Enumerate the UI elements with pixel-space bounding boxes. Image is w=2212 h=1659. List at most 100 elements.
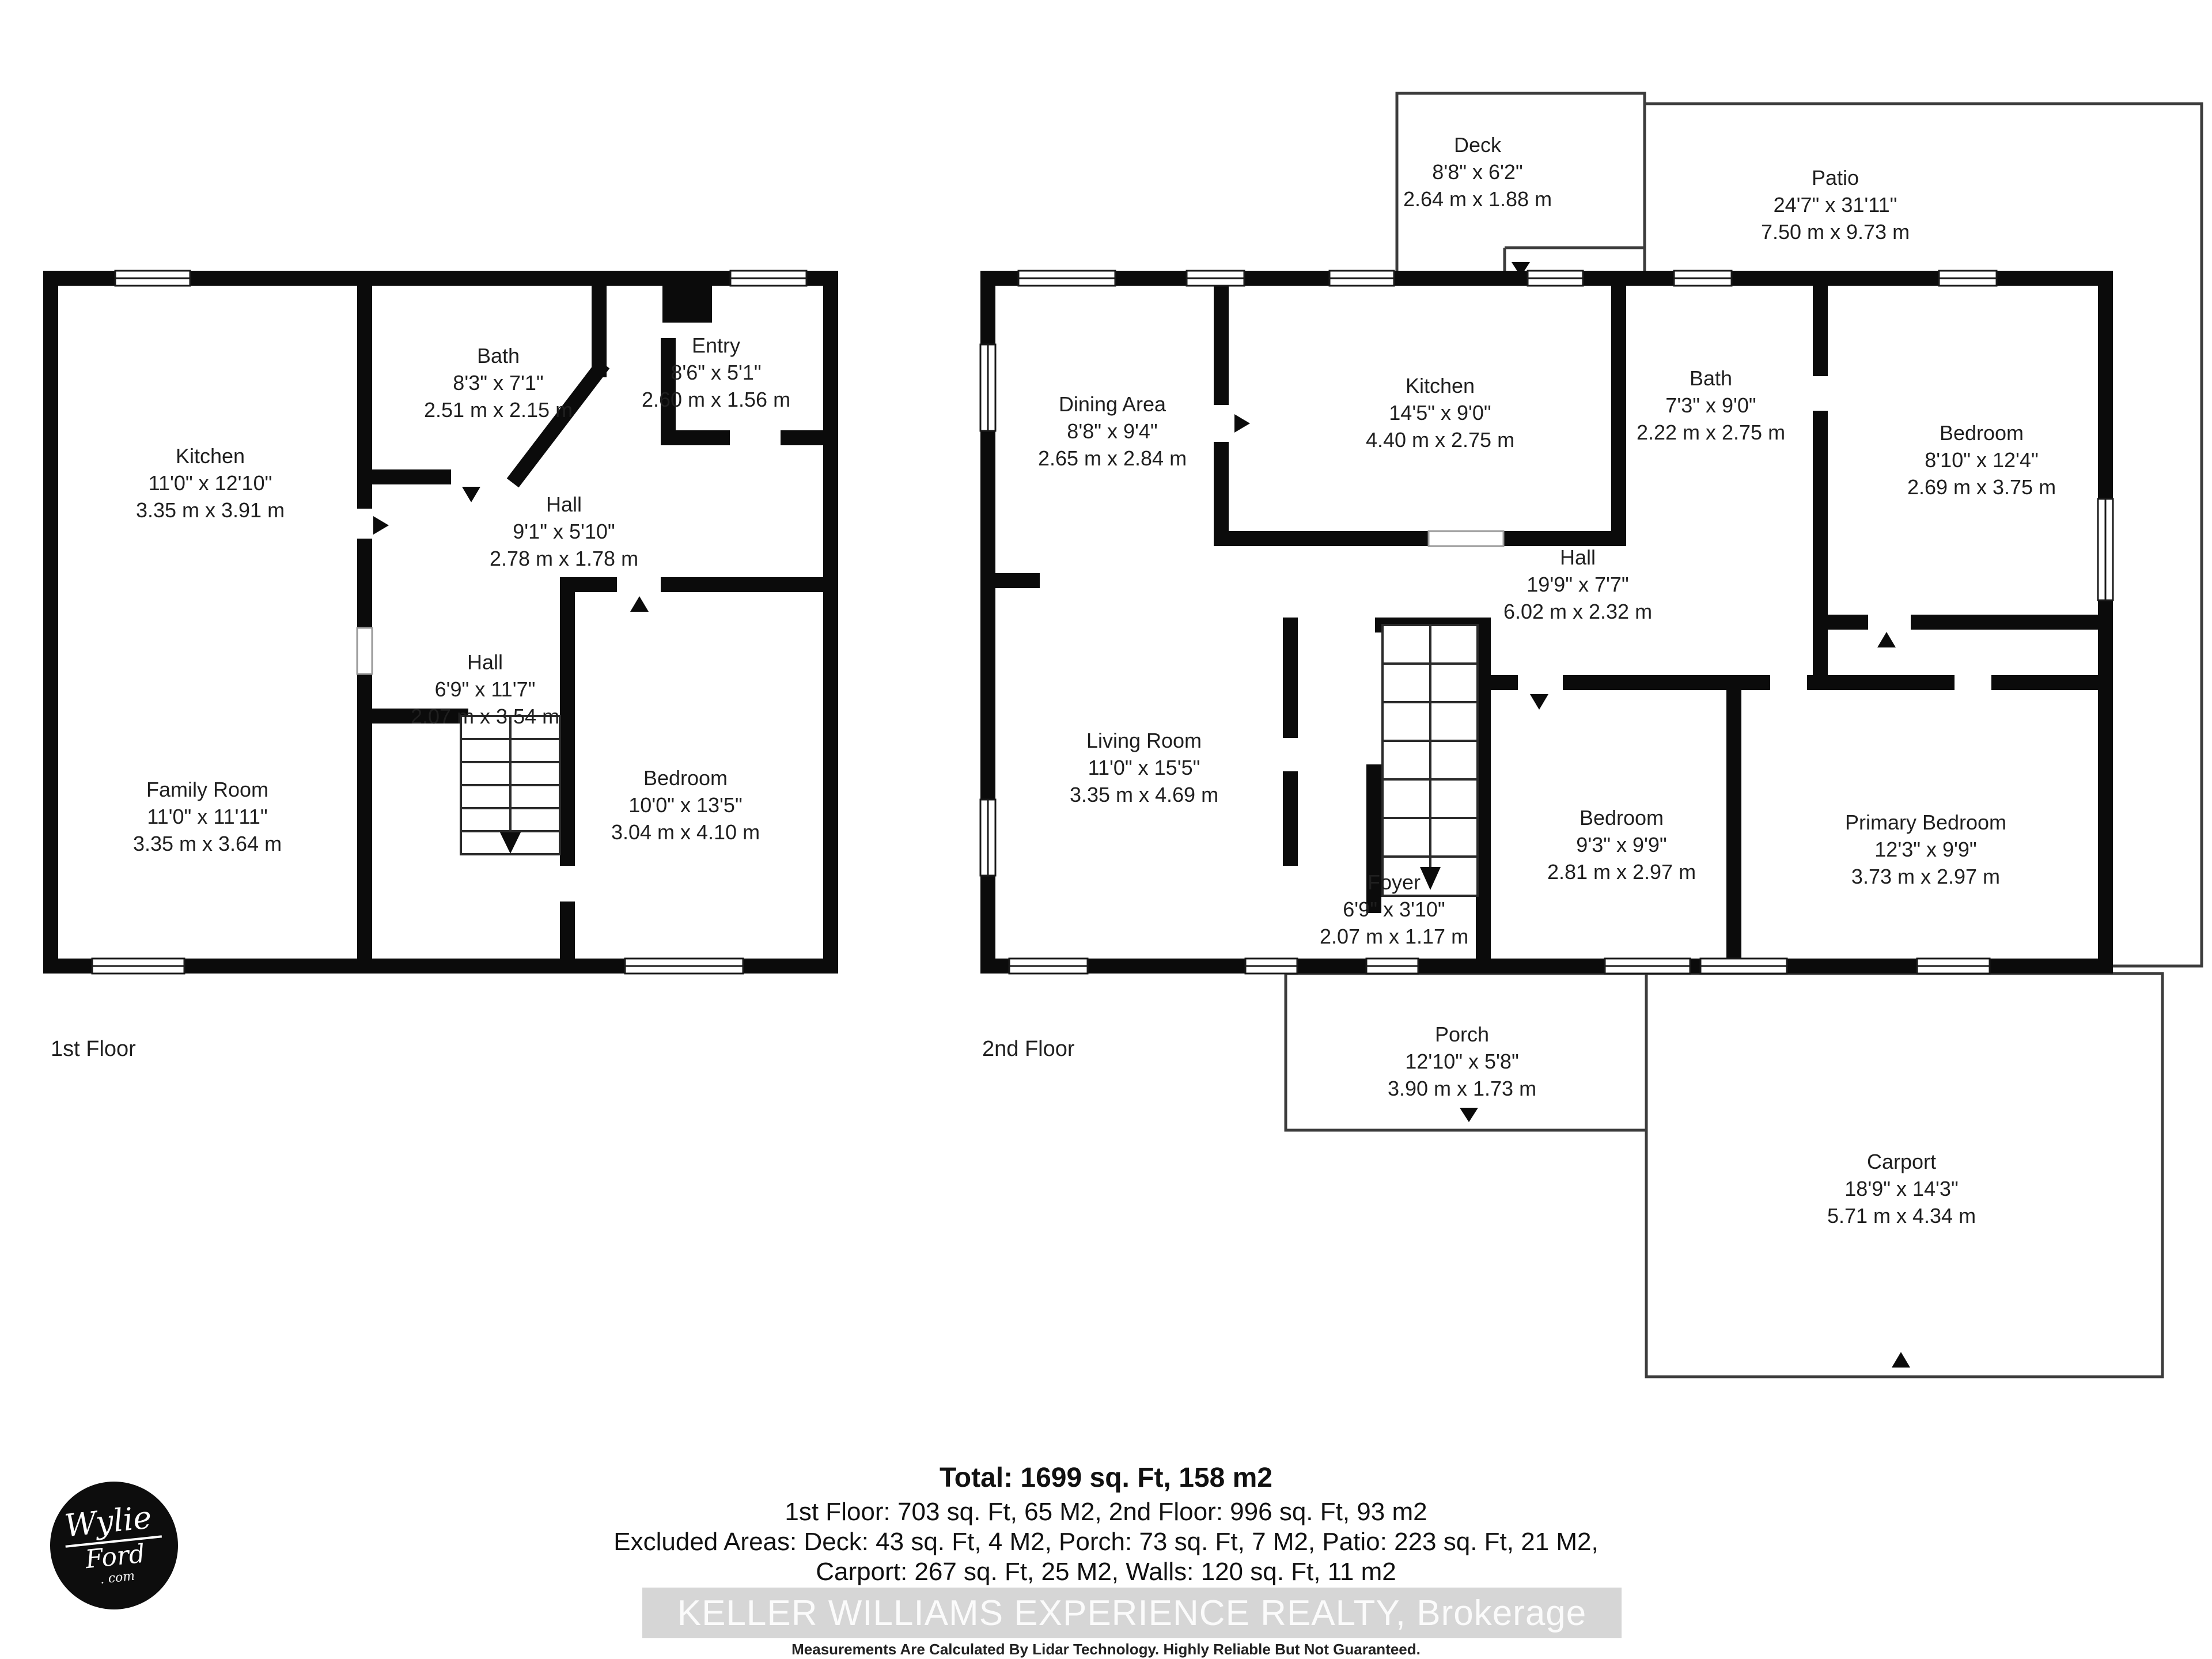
room-imperial: 9'3" x 9'9" [1576,833,1667,857]
room-name: Bedroom [1939,421,2024,445]
room-metric: 3.35 m x 3.91 m [135,498,285,522]
room-name: Entry [691,334,741,357]
room-imperial: 7'3" x 9'0" [1665,393,1756,417]
summary-total: Total: 1699 sq. Ft, 158 m2 [940,1463,1272,1493]
room-imperial: 18'9" x 14'3" [1844,1177,1959,1200]
room-name: Patio [1811,166,1859,190]
room-label-living-room: Living Room 11'0" x 15'5" 3.35 m x 4.69 m [1070,727,1218,808]
room-metric: 2.69 m x 3.75 m [1907,475,2056,499]
room-name: Bath [1689,366,1733,390]
stairs-second-floor [1381,624,1479,897]
room-imperial: 12'10" x 5'8" [1405,1050,1519,1073]
room-imperial: 8'3" x 7'1" [453,371,544,395]
room-name: Kitchen [175,444,245,468]
brokerage-watermark: KELLER WILLIAMS EXPERIENCE REALTY, Broke… [677,1593,1587,1633]
room-name: Primary Bedroom [1844,810,2007,834]
room-metric: 2.51 m x 2.15 m [423,398,573,422]
logo-line-2: Ford [84,1539,147,1575]
porch-outline [1284,972,1655,1132]
room-metric: 2.07 m x 1.17 m [1319,925,1469,948]
room-label-hall: Hall 6'9" x 11'7" 2.07 m x 3.54 m [411,649,559,730]
room-imperial: 10'0" x 13'5" [628,793,743,817]
room-imperial: 11'0" x 11'11" [147,805,268,828]
first-floor-plan [43,270,838,975]
room-label-patio: Patio 24'7" x 31'11" 7.50 m x 9.73 m [1761,164,1910,245]
room-imperial: 19'9" x 7'7" [1527,573,1629,596]
floor-label-2nd-floor: 2nd Floor [982,1037,1075,1061]
room-metric: 2.78 m x 1.78 m [489,547,639,570]
room-label-family-room: Family Room 11'0" x 11'11" 3.35 m x 3.64 m [133,776,282,857]
room-label-bedroom: Bedroom 8'10" x 12'4" 2.69 m x 3.75 m [1907,419,2056,501]
room-metric: 2.22 m x 2.75 m [1636,421,1786,444]
room-name: Bath [476,344,520,368]
room-metric: 2.81 m x 2.97 m [1547,860,1696,884]
room-imperial: 8'10" x 12'4" [1925,448,2039,472]
room-imperial: 6'9" x 11'7" [434,677,536,701]
room-name: Living Room [1086,729,1202,752]
floor-label-1st-floor: 1st Floor [51,1037,136,1061]
windows-first-floor [91,270,808,975]
room-metric: 3.35 m x 3.64 m [132,832,282,855]
summary-excluded-areas-2: Carport: 267 sq. Ft, 25 M2, Walls: 120 s… [816,1558,1396,1586]
room-name: Carport [1866,1150,1937,1173]
room-label-deck: Deck 8'8" x 6'2" 2.64 m x 1.88 m [1403,131,1552,213]
logo-line-1: Wylie [62,1499,162,1548]
logo-line-3: . com [99,1569,136,1587]
carport-outline [1645,972,2164,1378]
room-label-dining-area: Dining Area 8'8" x 9'4" 2.65 m x 2.84 m [1038,391,1187,472]
room-imperial: 9'1" x 5'10" [513,520,615,543]
room-name: Hall [546,493,582,516]
room-metric: 3.04 m x 4.10 m [611,820,760,844]
room-name: Hall [467,650,503,674]
room-name: Foyer [1367,870,1421,894]
room-imperial: 11'0" x 12'10" [148,471,272,495]
room-metric: 2.64 m x 1.88 m [1403,187,1552,211]
room-imperial: 24'7" x 31'11" [1773,193,1897,217]
room-metric: 3.35 m x 4.69 m [1069,783,1219,806]
room-label-primary-bedroom: Primary Bedroom 12'3" x 9'9" 3.73 m x 2.97… [1845,809,2006,890]
room-label-bedroom: Bedroom 10'0" x 13'5" 3.04 m x 4.10 m [611,764,760,846]
room-name: Dining Area [1058,392,1166,416]
room-imperial: 11'0" x 15'5" [1088,756,1200,779]
room-label-bedroom: Bedroom 9'3" x 9'9" 2.81 m x 2.97 m [1547,804,1696,885]
room-label-entry: Entry 8'6" x 5'1" 2.60 m x 1.56 m [642,332,790,413]
room-imperial: 6'9" x 3'10" [1343,897,1445,921]
room-label-carport: Carport 18'9" x 14'3" 5.71 m x 4.34 m [1827,1148,1976,1229]
room-name: Kitchen [1405,374,1475,397]
room-label-foyer: Foyer 6'9" x 3'10" 2.07 m x 1.17 m [1320,869,1468,950]
room-name: Bedroom [643,766,728,790]
room-metric: 2.07 m x 3.54 m [410,704,560,728]
room-metric: 6.02 m x 2.32 m [1503,600,1653,623]
deck-outline [1395,92,1646,280]
windows-second-floor [979,270,2114,975]
room-imperial: 8'8" x 9'4" [1067,419,1158,443]
measurement-disclaimer: Measurements Are Calculated By Lidar Tec… [791,1641,1421,1658]
summary-excluded-areas-1: Excluded Areas: Deck: 43 sq. Ft, 4 M2, P… [613,1528,1599,1556]
room-metric: 7.50 m x 9.73 m [1760,220,1910,244]
room-metric: 2.60 m x 1.56 m [641,388,791,411]
room-metric: 2.65 m x 2.84 m [1037,446,1187,470]
room-name: Family Room [146,778,269,801]
room-label-hall: Hall 19'9" x 7'7" 6.02 m x 2.32 m [1503,544,1652,625]
room-label-bath: Bath 7'3" x 9'0" 2.22 m x 2.75 m [1637,365,1785,446]
room-metric: 5.71 m x 4.34 m [1827,1204,1976,1228]
brokerage-watermark-band: KELLER WILLIAMS EXPERIENCE REALTY, Broke… [642,1588,1622,1638]
second-floor-plan [979,262,2114,1368]
room-imperial: 8'6" x 5'1" [671,361,762,384]
room-metric: 3.90 m x 1.73 m [1387,1077,1537,1100]
stairs-first-floor [460,715,561,855]
room-imperial: 14'5" x 9'0" [1389,401,1491,425]
room-name: Bedroom [1579,806,1664,830]
room-name: Hall [1559,546,1596,569]
room-label-hall: Hall 9'1" x 5'10" 2.78 m x 1.78 m [490,491,638,572]
summary-floor-areas: 1st Floor: 703 sq. Ft, 65 M2, 2nd Floor:… [785,1498,1427,1526]
room-imperial: 12'3" x 9'9" [1874,838,1977,861]
room-imperial: 8'8" x 6'2" [1432,160,1523,184]
room-name: Deck [1453,133,1502,157]
room-metric: 3.73 m x 2.97 m [1851,865,2001,888]
